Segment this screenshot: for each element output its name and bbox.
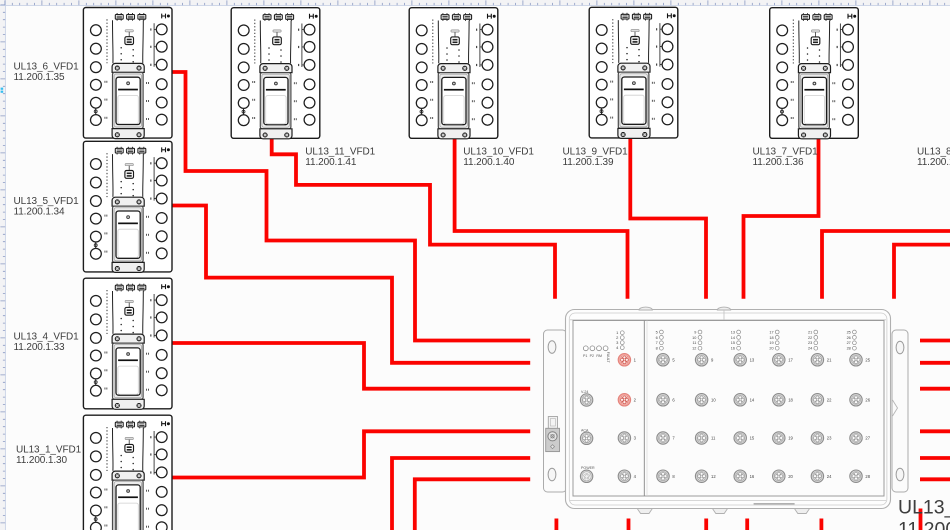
svg-text:11.200.1.35: 11.200.1.35 [14, 72, 66, 83]
svg-text:FAULT: FAULT [606, 352, 610, 364]
svg-text:6: 6 [672, 397, 675, 402]
svg-text:6: 6 [656, 336, 658, 340]
svg-text:21: 21 [827, 357, 832, 362]
svg-text:9: 9 [694, 330, 696, 334]
svg-text:8: 8 [656, 347, 658, 351]
svg-text:27: 27 [847, 341, 851, 345]
svg-text:20: 20 [788, 474, 793, 479]
svg-text:10: 10 [692, 336, 696, 340]
svg-text:16: 16 [750, 474, 755, 479]
svg-text:23: 23 [827, 436, 832, 441]
svg-text:5: 5 [672, 357, 675, 362]
svg-text:1: 1 [634, 357, 637, 362]
svg-text:3: 3 [616, 340, 619, 345]
svg-text:24: 24 [827, 474, 832, 479]
svg-text:13: 13 [731, 330, 735, 334]
svg-text:UL13_1_VFD1: UL13_1_VFD1 [16, 444, 82, 455]
svg-text:12: 12 [692, 347, 696, 351]
svg-text:25: 25 [847, 330, 851, 334]
svg-text:UL13_SW1: UL13_SW1 [898, 497, 950, 519]
svg-text:7: 7 [656, 341, 658, 345]
svg-text:3: 3 [634, 436, 637, 441]
svg-text:2: 2 [634, 397, 637, 402]
svg-text:RM: RM [596, 354, 602, 358]
svg-text:18: 18 [788, 397, 793, 402]
svg-text:20: 20 [769, 347, 773, 351]
svg-text:7: 7 [672, 436, 675, 441]
svg-text:4: 4 [616, 345, 619, 350]
svg-text:11: 11 [711, 436, 716, 441]
svg-text:5: 5 [656, 330, 658, 334]
svg-text:27: 27 [865, 436, 870, 441]
svg-text:13: 13 [750, 357, 755, 362]
svg-text:11.200.1.37: 11.200.1.37 [917, 157, 950, 168]
svg-text:8: 8 [672, 474, 675, 479]
svg-text:21: 21 [808, 330, 812, 334]
svg-text:11.200.1.50: 11.200.1.50 [898, 519, 950, 530]
svg-text:22: 22 [827, 397, 832, 402]
svg-text:ACA: ACA [581, 428, 589, 432]
svg-text:V-24: V-24 [581, 390, 588, 394]
svg-text:28: 28 [865, 474, 870, 479]
svg-text:P2: P2 [590, 354, 594, 358]
svg-text:28: 28 [847, 347, 851, 351]
svg-text:22: 22 [808, 336, 812, 340]
svg-text:UL13_11_VFD1: UL13_11_VFD1 [305, 147, 375, 158]
svg-text:14: 14 [731, 336, 735, 340]
svg-text:19: 19 [788, 436, 793, 441]
svg-text:UL13_4_VFD1: UL13_4_VFD1 [14, 331, 80, 342]
svg-text:14: 14 [750, 397, 755, 402]
svg-text:4: 4 [634, 474, 637, 479]
svg-text:9: 9 [711, 357, 714, 362]
svg-text:P1: P1 [583, 354, 587, 358]
svg-text:UL13_8A_VFD1: UL13_8A_VFD1 [917, 147, 950, 158]
svg-text:15: 15 [750, 436, 755, 441]
svg-text:POWER: POWER [581, 466, 595, 470]
svg-text:12: 12 [711, 474, 716, 479]
svg-text:17: 17 [788, 357, 793, 362]
svg-text:19: 19 [769, 341, 773, 345]
svg-text:11.200.1.30: 11.200.1.30 [16, 455, 68, 466]
svg-text:UL13_9_VFD1: UL13_9_VFD1 [563, 147, 629, 158]
svg-text:UL13_5_VFD1: UL13_5_VFD1 [14, 196, 80, 207]
svg-text:11.200.1.39: 11.200.1.39 [563, 157, 615, 168]
svg-text:11.200.1.41: 11.200.1.41 [305, 157, 357, 168]
svg-text:18: 18 [769, 336, 773, 340]
svg-text:24: 24 [808, 347, 812, 351]
svg-text:11.200.1.36: 11.200.1.36 [753, 157, 805, 168]
svg-text:26: 26 [865, 397, 870, 402]
svg-text:11: 11 [692, 341, 696, 345]
svg-text:10: 10 [711, 397, 716, 402]
svg-text:11.200.1.40: 11.200.1.40 [463, 157, 515, 168]
svg-text:2: 2 [616, 335, 619, 340]
svg-text:23: 23 [808, 341, 812, 345]
svg-text:17: 17 [769, 330, 773, 334]
svg-text:11.200.1.33: 11.200.1.33 [14, 342, 66, 353]
svg-text:25: 25 [865, 357, 870, 362]
svg-text:UL13_7_VFD1: UL13_7_VFD1 [753, 147, 819, 158]
svg-text:UL13_10_VFD1: UL13_10_VFD1 [463, 147, 534, 158]
svg-text:UL13_6_VFD1: UL13_6_VFD1 [14, 61, 80, 72]
svg-text:11.200.1.34: 11.200.1.34 [14, 207, 66, 218]
svg-text:26: 26 [847, 336, 851, 340]
svg-text:16: 16 [731, 347, 735, 351]
svg-text:15: 15 [731, 341, 735, 345]
svg-text:1: 1 [616, 330, 619, 335]
